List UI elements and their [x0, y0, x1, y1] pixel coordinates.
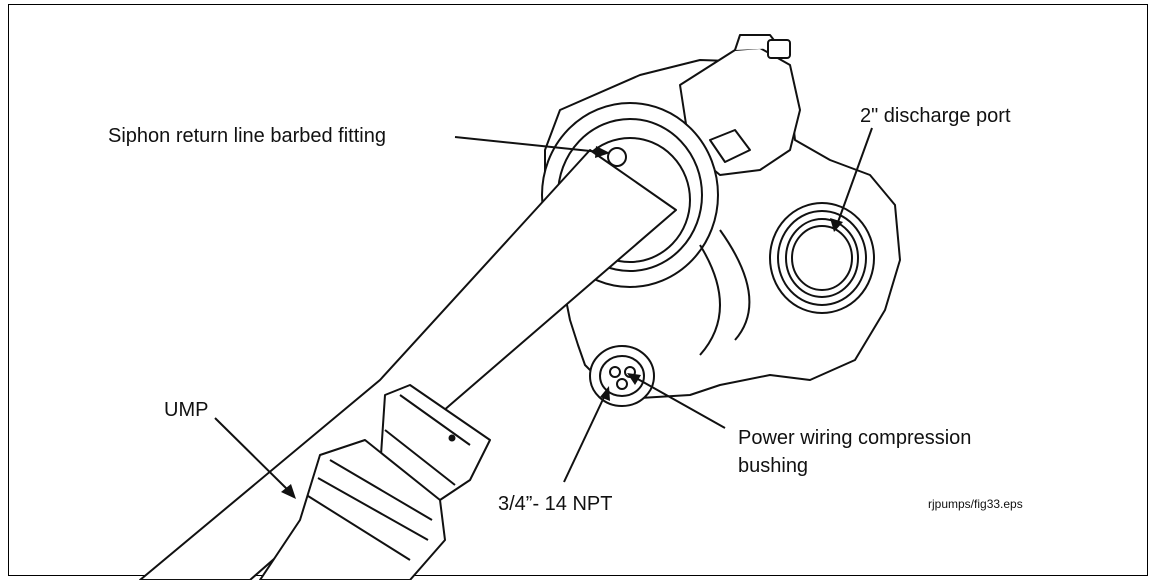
siphon-fitting — [607, 147, 627, 167]
discharge-port — [769, 202, 875, 314]
label-power-bushing-line1: Power wiring compression — [738, 427, 972, 449]
label-power-bushing-line2: bushing — [738, 455, 809, 477]
cap-screw-top — [767, 39, 791, 59]
file-reference: rjpumps/fig33.eps — [928, 497, 1023, 511]
leader-lines — [214, 127, 873, 493]
label-ump: UMP — [164, 399, 209, 421]
label-npt-thread: 3/4”- 14 NPT — [498, 493, 613, 515]
cap-screw-side — [709, 129, 751, 163]
label-discharge-port: 2" discharge port — [860, 105, 1011, 127]
motor-section — [259, 439, 446, 580]
conduit-port — [589, 345, 655, 407]
ump-tube — [139, 149, 677, 580]
figure-frame — [8, 4, 1148, 576]
arrowheads — [281, 146, 843, 499]
label-siphon-fitting: Siphon return line barbed fitting — [108, 125, 386, 147]
